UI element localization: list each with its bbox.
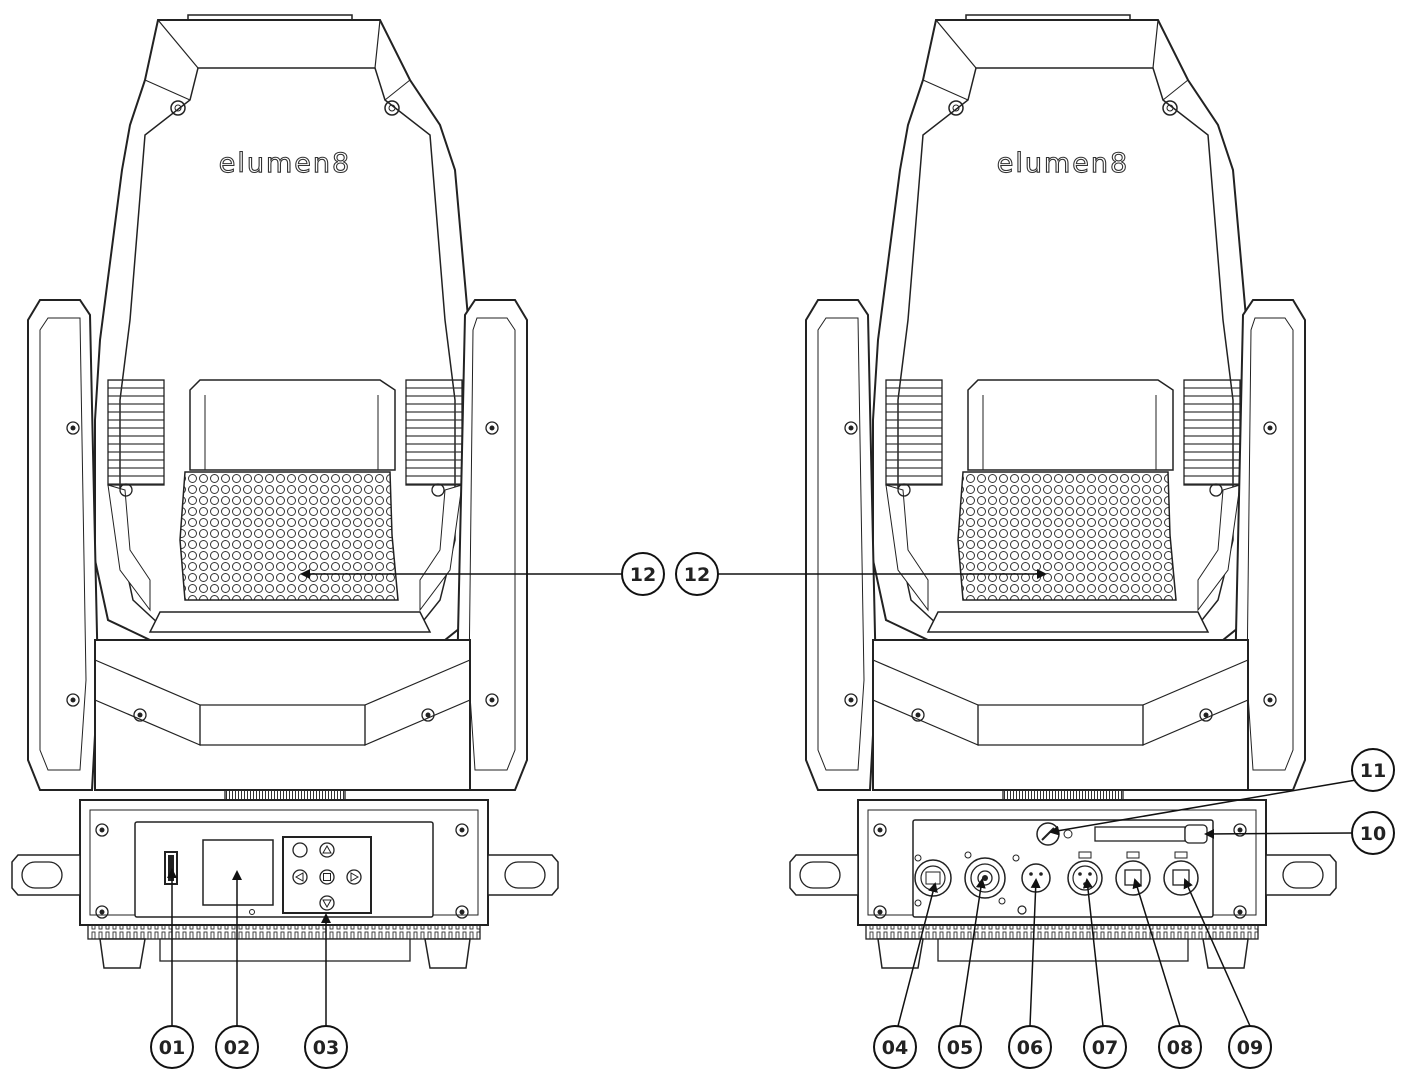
enter-button-icon <box>319 869 335 885</box>
control-buttons-icon <box>282 836 372 914</box>
power-in-connector-icon <box>914 859 952 897</box>
callout-10: 10 <box>1351 811 1395 855</box>
svg-text:05: 05 <box>947 1037 973 1059</box>
brand-logo-rear: elumen8 <box>997 148 1129 179</box>
callout-12-front: 12 <box>621 552 665 596</box>
svg-text:06: 06 <box>1017 1037 1043 1059</box>
callout-04: 04 <box>873 1025 917 1069</box>
arrow-right-icon <box>346 869 362 885</box>
callout-11: 11 <box>1351 748 1395 792</box>
svg-text:01: 01 <box>159 1037 185 1059</box>
brand-logo: elumen8 <box>219 148 351 179</box>
callout-09: 09 <box>1228 1025 1272 1069</box>
leader-lines <box>167 779 1357 1027</box>
safety-cable-icon <box>1094 824 1208 844</box>
callout-01: 01 <box>150 1025 194 1069</box>
power-out-connector-icon <box>964 857 1006 899</box>
ethernet-port-icon <box>1115 851 1199 896</box>
callout-06: 06 <box>1008 1025 1052 1069</box>
callout-08: 08 <box>1158 1025 1202 1069</box>
callout-05: 05 <box>938 1025 982 1069</box>
arrow-down-icon <box>319 895 335 911</box>
callout-03: 03 <box>304 1025 348 1069</box>
svg-text:08: 08 <box>1167 1037 1193 1059</box>
svg-text:02: 02 <box>224 1037 250 1059</box>
display-icon <box>202 839 274 906</box>
callout-07: 07 <box>1083 1025 1127 1069</box>
callout-02: 02 <box>215 1025 259 1069</box>
svg-text:09: 09 <box>1237 1037 1263 1059</box>
svg-text:10: 10 <box>1360 823 1386 845</box>
svg-text:07: 07 <box>1092 1037 1118 1059</box>
arrow-left-icon <box>292 869 308 885</box>
arrow-up-icon <box>319 842 335 858</box>
svg-text:12: 12 <box>630 564 656 586</box>
front-view: elumen8 <box>11 14 559 969</box>
svg-text:12: 12 <box>684 564 710 586</box>
svg-text:11: 11 <box>1360 760 1386 782</box>
svg-text:03: 03 <box>313 1037 339 1059</box>
callout-12-rear: 12 <box>675 552 719 596</box>
menu-button-icon <box>292 842 308 858</box>
xlr-out-connector-icon <box>1067 851 1103 896</box>
rear-view: elumen8 <box>789 14 1337 969</box>
svg-text:04: 04 <box>882 1037 908 1059</box>
